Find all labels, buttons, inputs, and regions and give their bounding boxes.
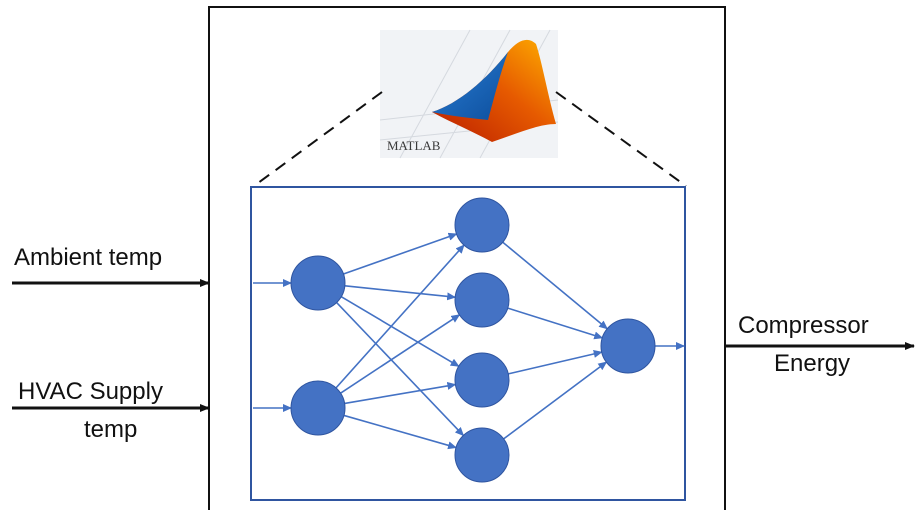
network-edge (340, 314, 461, 394)
network-edge (344, 381, 457, 405)
hvac-temp-label: temp (84, 416, 138, 443)
hidden-node (454, 197, 510, 253)
network-edge (335, 244, 465, 389)
matlab-logo-icon: MATLAB (379, 29, 559, 159)
matlab-logo-text: MATLAB (387, 138, 441, 153)
hvac-supply-label: HVAC Supply (18, 378, 163, 405)
neural-network-frame (250, 186, 686, 501)
hidden-node (454, 272, 510, 328)
hidden-node (454, 352, 510, 408)
input-node (290, 380, 346, 436)
compressor-label: Compressor (738, 312, 869, 339)
input-node (290, 255, 346, 311)
zoom-line-left (253, 91, 383, 187)
energy-label: Energy (774, 350, 851, 377)
network-edge (507, 307, 604, 340)
network-edge (502, 241, 608, 330)
hidden-node (454, 427, 510, 483)
network-edges (253, 232, 685, 450)
network-edge (344, 284, 457, 301)
network-edge (343, 414, 458, 450)
system-frame (208, 6, 726, 510)
ambient-temp-label: Ambient temp (14, 244, 163, 271)
network-edge (336, 301, 465, 437)
network-edge (340, 296, 460, 367)
output-node (600, 318, 656, 374)
network-edge (508, 350, 603, 375)
network-edge (343, 232, 458, 275)
network-edge (503, 361, 608, 440)
network-nodes (290, 197, 656, 483)
zoom-line-right (555, 91, 687, 187)
